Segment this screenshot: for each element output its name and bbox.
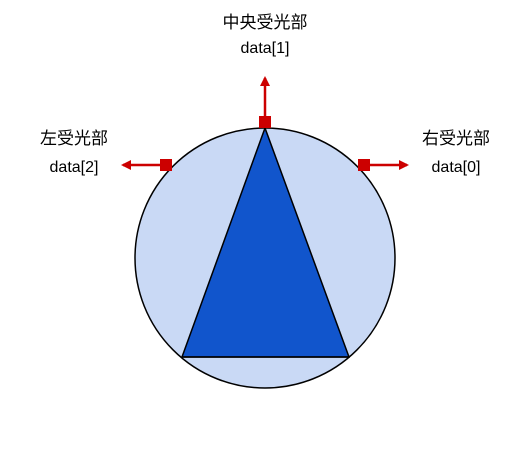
center-sensor-name: 中央受光部 — [223, 13, 308, 33]
center-sensor — [259, 76, 271, 128]
left-sensor-name: 左受光部 — [40, 129, 108, 149]
right-sensor — [358, 159, 409, 171]
left-sensor-marker — [160, 159, 172, 171]
left-sensor-data: data[2] — [50, 159, 99, 176]
right-sensor-data: data[0] — [432, 159, 481, 176]
center-sensor-marker — [259, 116, 271, 128]
right-sensor-marker — [358, 159, 370, 171]
right-sensor-name: 右受光部 — [422, 129, 490, 149]
left-sensor — [121, 159, 172, 171]
center-sensor-data: data[1] — [241, 40, 290, 57]
